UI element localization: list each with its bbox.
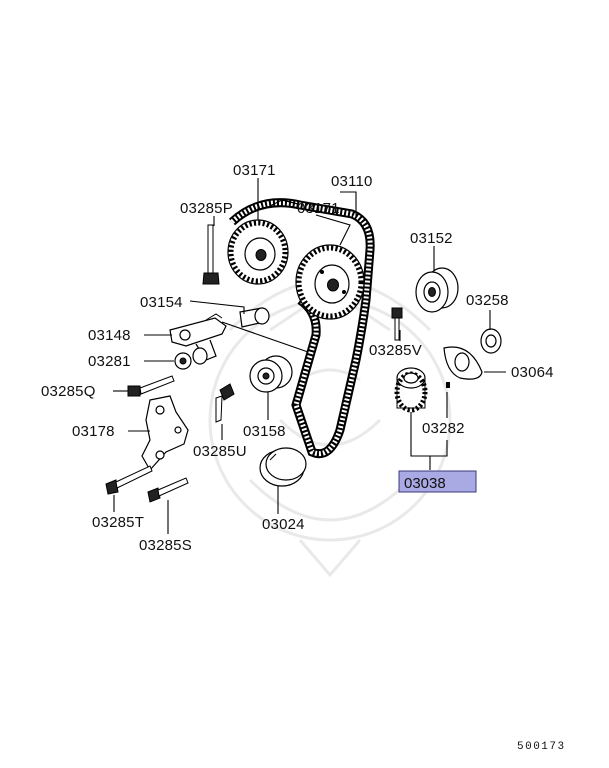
callout-03148[interactable]: 03148 — [88, 327, 131, 344]
spacer-03154 — [239, 307, 270, 328]
callout-03171-rear[interactable]: 03171 — [233, 162, 276, 179]
key-03282 — [446, 382, 450, 388]
callout-03154[interactable]: 03154 — [140, 294, 183, 311]
leader-lines — [113, 178, 506, 534]
idler-pulley-03152 — [415, 267, 459, 313]
bolt-03285T — [105, 465, 153, 495]
camshaft-sprocket-front — [295, 244, 365, 320]
callout-03285V[interactable]: 03285V — [369, 342, 422, 359]
bolt-03285U — [215, 383, 235, 423]
crank-sprocket-03038 — [394, 367, 428, 413]
callout-03178[interactable]: 03178 — [72, 423, 115, 440]
callout-03158[interactable]: 03158 — [243, 423, 286, 440]
tensioner-pulley-03158 — [249, 355, 293, 393]
callout-03285Q[interactable]: 03285Q — [41, 383, 96, 400]
selected-part-highlight[interactable] — [398, 470, 477, 493]
timing-belt — [228, 198, 375, 459]
callout-03285T[interactable]: 03285T — [92, 514, 144, 531]
callout-03171-front[interactable]: 03171 — [297, 200, 340, 217]
bolt-03285P — [202, 224, 220, 285]
tensioner-arm-03148 — [169, 313, 227, 361]
callout-03024[interactable]: 03024 — [262, 516, 305, 533]
bolt-03285V — [391, 307, 403, 341]
camshaft-sprocket-rear — [227, 219, 289, 285]
bolt-03285Q — [127, 375, 175, 397]
figure-code: 500173 — [517, 741, 566, 753]
callout-03038[interactable]: 03038 — [404, 475, 446, 492]
callout-03258[interactable]: 03258 — [466, 292, 509, 309]
callout-03285U[interactable]: 03285U — [193, 443, 247, 460]
bracket-03178 — [141, 395, 189, 472]
callout-03285P[interactable]: 03285P — [180, 200, 233, 217]
bolt-03285S — [147, 477, 189, 503]
flange-plate-03064 — [443, 346, 483, 380]
callout-03064[interactable]: 03064 — [511, 364, 554, 381]
callout-03110[interactable]: 03110 — [331, 173, 373, 190]
guide-plate-03024 — [259, 447, 307, 487]
washer-03258 — [480, 328, 502, 354]
callout-03282[interactable]: 03282 — [422, 420, 465, 437]
callout-03281[interactable]: 03281 — [88, 353, 131, 370]
washer-03281 — [174, 347, 208, 370]
callout-03285S[interactable]: 03285S — [139, 537, 192, 554]
callout-03152[interactable]: 03152 — [410, 230, 453, 247]
